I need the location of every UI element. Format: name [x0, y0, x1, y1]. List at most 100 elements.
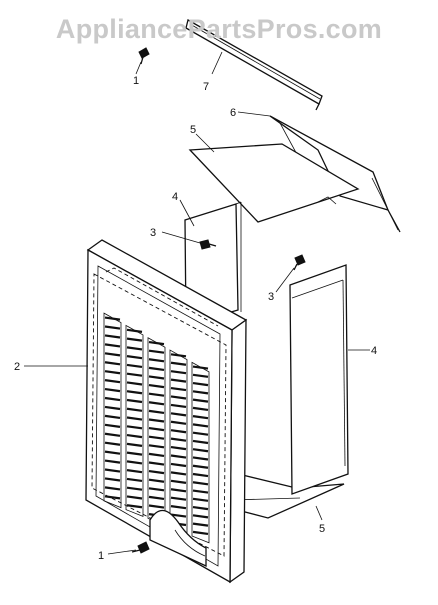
louver-slat: [170, 378, 187, 383]
louver-slat: [104, 361, 121, 366]
louver-slat: [104, 343, 121, 348]
louver-slat: [170, 462, 187, 468]
louver-slat: [104, 450, 121, 455]
louver-slat: [148, 426, 165, 432]
louver-slat: [192, 431, 209, 436]
louver-slat: [126, 504, 143, 509]
louver-slat: [104, 396, 121, 402]
louver-slat: [192, 489, 209, 494]
louver-slat: [170, 479, 187, 484]
louver-slat: [104, 325, 121, 330]
louver-slat: [170, 429, 187, 434]
louver-slat: [148, 461, 165, 466]
louver-slat: [104, 405, 121, 411]
louver-slat: [192, 381, 209, 387]
callout-7: 7: [203, 81, 209, 93]
louver-slat: [126, 337, 143, 342]
louver-slat: [170, 445, 187, 451]
louver-slat: [192, 373, 209, 378]
louver-slat: [192, 464, 209, 469]
louver-slat: [148, 487, 165, 492]
louver-slat: [104, 316, 121, 321]
louver-slat: [148, 452, 165, 458]
louver-slat: [192, 472, 209, 478]
louver-slat: [126, 495, 143, 500]
screw-icon: [293, 254, 306, 271]
louver-slat: [104, 352, 121, 357]
louver-slat: [170, 412, 187, 417]
louver-slat: [192, 439, 209, 445]
louver-slat: [148, 495, 165, 501]
callout-4-right: 4: [371, 345, 377, 357]
louver-slat: [192, 398, 209, 403]
louver-slat: [126, 363, 143, 369]
louver-slat: [126, 355, 143, 360]
part-5-top-sheet: [188, 143, 360, 223]
louver-slat: [126, 477, 143, 483]
callout-1-bottom: 1: [98, 550, 104, 562]
louver-slat: [192, 390, 209, 395]
louver-slat: [126, 486, 143, 491]
louver-slat: [148, 358, 165, 363]
callout-3-right: 3: [268, 291, 274, 303]
louver-slat: [126, 433, 143, 439]
louver-slat: [148, 409, 165, 415]
louver-slat: [104, 334, 121, 339]
louver-slat: [126, 346, 143, 351]
louver-slat: [148, 444, 165, 449]
louver-slat: [126, 442, 143, 447]
louver-slat: [170, 496, 187, 501]
louver-slat: [192, 423, 209, 428]
louver-slat: [126, 398, 143, 404]
louver-slat: [148, 478, 165, 483]
callout-3-left: 3: [150, 227, 156, 239]
louver-slat: [104, 441, 121, 446]
screw-icon: [138, 47, 150, 65]
louver-slat: [104, 423, 121, 428]
louver-slat: [148, 349, 165, 354]
louver-slat: [104, 495, 121, 500]
louver-slat: [104, 459, 121, 464]
louver-slat: [148, 383, 165, 389]
louver-slat: [126, 469, 143, 474]
louver-slat: [170, 454, 187, 459]
louver-slat: [170, 437, 187, 442]
louver-slat: [170, 403, 187, 409]
louver-slat: [192, 522, 209, 527]
louver-slat: [148, 418, 165, 423]
callout-2: 2: [14, 361, 20, 373]
louver-slat: [192, 365, 209, 370]
louver-slat: [104, 370, 121, 375]
louver-slat: [192, 514, 209, 519]
louver-slat: [170, 513, 187, 518]
louver-slat: [126, 381, 143, 386]
louver-slat: [148, 366, 165, 371]
callout-5-top: 5: [190, 124, 196, 136]
louver-slat: [192, 406, 209, 411]
louver-slat: [170, 420, 187, 425]
louver-slat: [104, 486, 121, 491]
louver-slat: [192, 505, 209, 511]
callout-labels: 1 7 6 5 4 3 3 2 4 5 1: [14, 75, 377, 562]
callout-6: 6: [230, 107, 236, 119]
louver-slat: [148, 504, 165, 509]
louver-slat: [170, 353, 187, 358]
louver-slat: [192, 481, 209, 486]
louver-slat: [170, 370, 187, 375]
louver-slat: [104, 379, 121, 384]
part-4-right-side-panel: [289, 264, 349, 495]
louver-slat: [126, 451, 143, 456]
louver-slat: [170, 488, 187, 493]
louver-slat: [126, 407, 143, 412]
screw-icon: [199, 239, 217, 250]
watermark: AppliancePartsPros.com: [55, 14, 383, 44]
louver-slat: [170, 386, 187, 392]
callout-1-top: 1: [133, 75, 139, 87]
louver-slat: [126, 416, 143, 421]
louver-slat: [148, 435, 165, 440]
louver-slat: [126, 390, 143, 395]
callout-4-left: 4: [172, 191, 178, 203]
louver-slat: [148, 469, 165, 475]
louver-slat: [192, 448, 209, 453]
